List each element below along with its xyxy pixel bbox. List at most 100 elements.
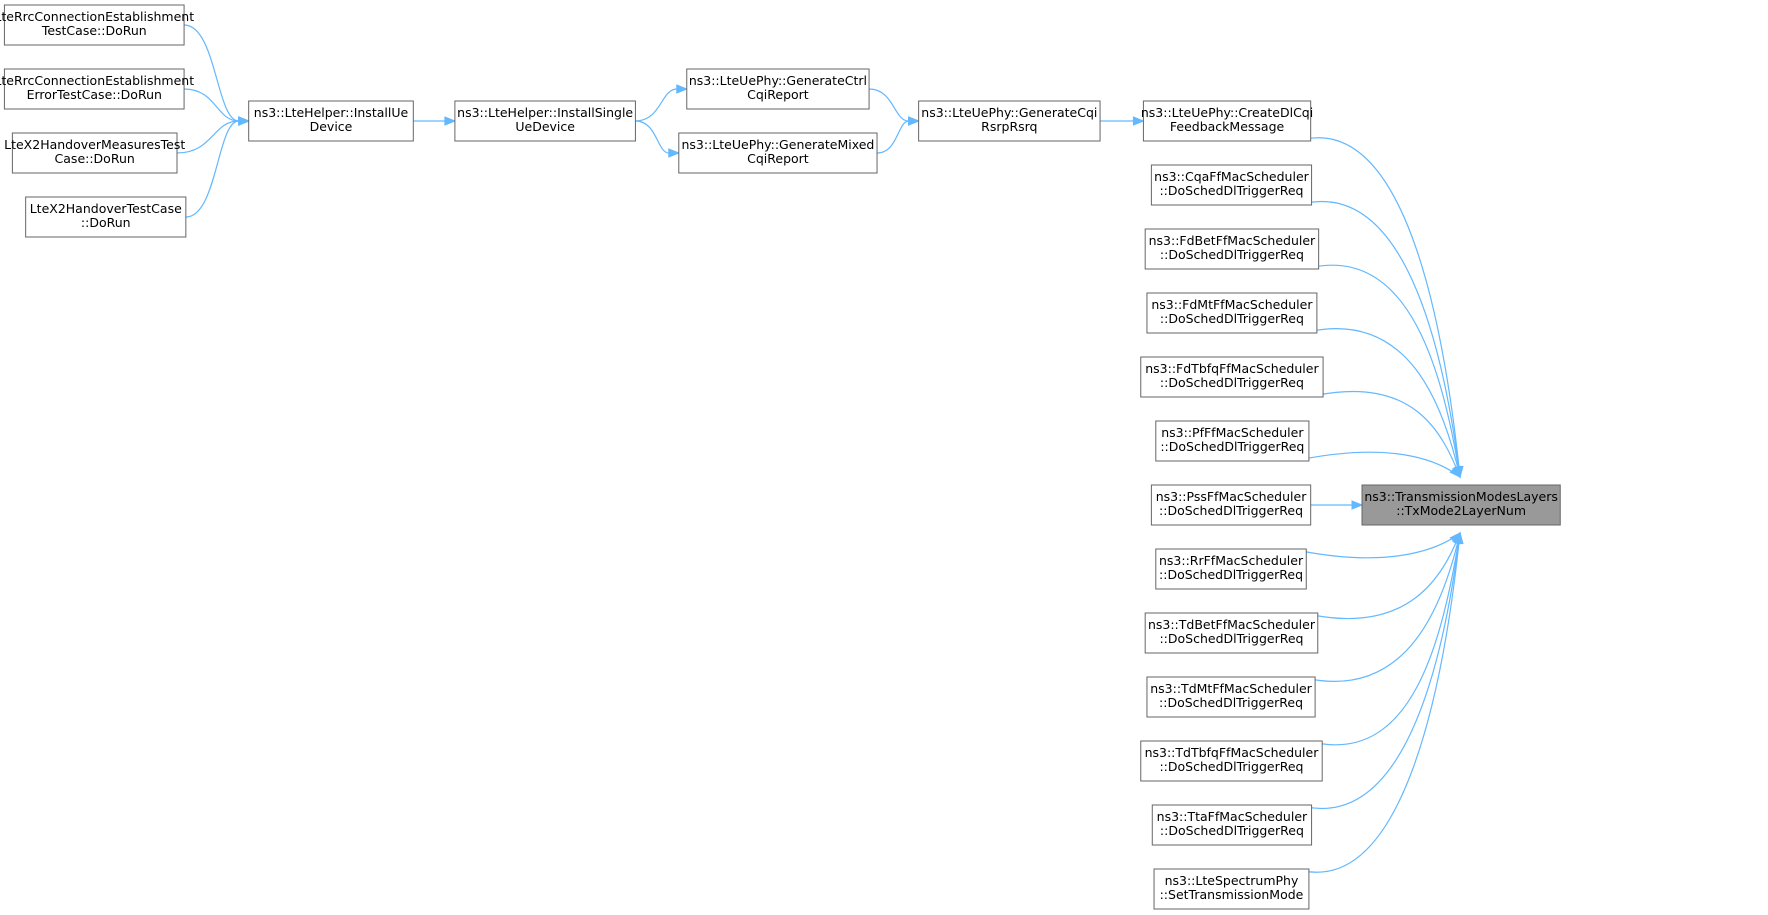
edge-line [1311, 328, 1461, 478]
node-label-line: CqiReport [747, 87, 809, 102]
node-box [248, 100, 414, 142]
node-label-line: ::TxMode2LayerNum [1396, 503, 1526, 518]
node-layer: LteRrcConnectionEstablishmentTestCase::D… [0, 4, 1561, 910]
node-label-line: LteRrcConnectionEstablishment [0, 9, 194, 24]
arrow-head [238, 116, 251, 126]
edge-line [1306, 532, 1461, 810]
node-box [3, 4, 185, 46]
node-ltex2-handover-testcase[interactable]: LteX2HandoverTestCase::DoRun [25, 196, 187, 238]
edge-line [1305, 137, 1461, 478]
node-label-line: ::DoSchedDlTriggerReq [1159, 695, 1303, 710]
node-box [1155, 420, 1310, 462]
node-fdmt-sched[interactable]: ns3::FdMtFfMacScheduler::DoSchedDlTrigge… [1146, 292, 1318, 334]
node-label-line: ns3::LteUePhy::CreateDlCqi [1141, 105, 1313, 120]
node-pf-sched[interactable]: ns3::PfFfMacScheduler::DoSchedDlTriggerR… [1155, 420, 1310, 462]
node-lteuephy-createdlcqi[interactable]: ns3::LteUePhy::CreateDlCqiFeedbackMessag… [1141, 100, 1313, 142]
node-lterrc-est-error-testcase[interactable]: LteRrcConnectionEstablishmentErrorTestCa… [0, 68, 194, 110]
node-box [454, 100, 636, 142]
edge-line [184, 24, 239, 122]
node-label-line: UeDevice [515, 119, 575, 134]
node-lterrc-est-testcase[interactable]: LteRrcConnectionEstablishmentTestCase::D… [0, 4, 194, 46]
node-label-line: RsrpRsrq [981, 119, 1037, 134]
edge-line [1317, 390, 1461, 478]
node-label-line: ns3::FdTbfqFfMacScheduler [1145, 361, 1319, 376]
node-rr-sched[interactable]: ns3::RrFfMacScheduler::DoSchedDlTriggerR… [1155, 548, 1307, 590]
node-box [25, 196, 187, 238]
node-label-line: ns3::FdMtFfMacScheduler [1151, 297, 1313, 312]
edge-ltespectrumphy-settx-to-txmode2layernum [1303, 531, 1464, 873]
node-ltespectrumphy-settx[interactable]: ns3::LteSpectrumPhy::SetTransmissionMode [1153, 868, 1310, 910]
node-box [1142, 100, 1312, 142]
node-box [678, 132, 878, 174]
edge-line [869, 88, 909, 122]
node-fdtbfq-sched[interactable]: ns3::FdTbfqFfMacScheduler::DoSchedDlTrig… [1140, 356, 1324, 398]
arrow-head [1351, 500, 1364, 510]
node-label-line: ns3::LteUePhy::GenerateCtrl [689, 73, 867, 88]
node-label-line: ::DoSchedDlTriggerReq [1160, 439, 1304, 454]
node-box [1155, 548, 1307, 590]
node-fdbet-sched[interactable]: ns3::FdBetFfMacScheduler::DoSchedDlTrigg… [1144, 228, 1320, 270]
node-pss-sched[interactable]: ns3::PssFfMacScheduler::DoSchedDlTrigger… [1150, 484, 1312, 526]
arrow-head [1449, 466, 1461, 478]
node-label-line: ns3::LteSpectrumPhy [1165, 873, 1299, 888]
node-box [3, 68, 185, 110]
node-txmode2layernum[interactable]: ns3::TransmissionModesLayers::TxMode2Lay… [1361, 484, 1561, 526]
node-label-line: ::SetTransmissionMode [1160, 887, 1304, 902]
node-label-line: ::DoSchedDlTriggerReq [1159, 631, 1303, 646]
edge-line [1301, 532, 1461, 559]
node-tdmt-sched[interactable]: ns3::TdMtFfMacScheduler::DoSchedDlTrigge… [1146, 676, 1316, 718]
node-label-line: ::DoSchedDlTriggerReq [1160, 375, 1304, 390]
node-label-line: ns3::FdBetFfMacScheduler [1149, 233, 1316, 248]
node-label-line: TestCase::DoRun [41, 23, 147, 38]
node-label-line: ns3::RrFfMacScheduler [1159, 553, 1304, 568]
node-label-line: ns3::PssFfMacScheduler [1156, 489, 1308, 504]
node-label-line: ::DoSchedDlTriggerReq [1160, 823, 1304, 838]
edge-lteuephy-generatecqi-to-lteuephy-createdlcqi [1100, 116, 1145, 126]
edge-ltehelper-installue-to-ltehelper-installsingle [413, 116, 457, 126]
edge-line [1306, 200, 1461, 478]
node-box [1150, 484, 1312, 526]
node-label-line: ns3::CqaFfMacScheduler [1154, 169, 1309, 184]
arrow-head [668, 148, 681, 158]
edge-ltex2-handover-testcase-to-ltehelper-installue [185, 116, 251, 218]
node-box [1146, 292, 1318, 334]
edge-ltehelper-installsingle-to-lteuephy-generatectrl [635, 84, 689, 122]
edge-line [635, 120, 669, 154]
node-label-line: ::DoSchedDlTriggerReq [1159, 503, 1303, 518]
node-label-line: ns3::LteHelper::InstallSingle [457, 105, 633, 120]
node-label-line: LteX2HandoverTestCase [30, 201, 182, 216]
node-box [1151, 804, 1313, 846]
node-label-line: LteX2HandoverMeasuresTest [4, 137, 185, 152]
node-box [1140, 740, 1323, 782]
node-label-line: CqiReport [747, 151, 809, 166]
node-box [1150, 164, 1313, 206]
edge-line [1303, 451, 1461, 478]
node-tdbet-sched[interactable]: ns3::TdBetFfMacScheduler::DoSchedDlTrigg… [1144, 612, 1319, 654]
arrow-head [1132, 116, 1145, 126]
node-box [1146, 676, 1316, 718]
node-tdtbfq-sched[interactable]: ns3::TdTbfqFfMacScheduler::DoSchedDlTrig… [1140, 740, 1323, 782]
edge-pss-sched-to-txmode2layernum [1310, 500, 1364, 510]
node-box [1144, 612, 1319, 654]
node-label-line: ::DoRun [81, 215, 131, 230]
node-tta-sched[interactable]: ns3::TtaFfMacScheduler::DoSchedDlTrigger… [1151, 804, 1313, 846]
edge-fdbet-sched-to-txmode2layernum [1313, 264, 1463, 479]
node-label-line: ::DoSchedDlTriggerReq [1160, 311, 1304, 326]
edge-line [185, 120, 239, 218]
edge-line [1313, 264, 1461, 478]
edge-line [1317, 532, 1461, 746]
arrow-head [908, 116, 920, 126]
node-cqa-sched[interactable]: ns3::CqaFfMacScheduler::DoSchedDlTrigger… [1150, 164, 1313, 206]
node-label-line: ns3::TdMtFfMacScheduler [1150, 681, 1312, 696]
node-label-line: ns3::TdTbfqFfMacScheduler [1145, 745, 1320, 760]
node-box [686, 68, 870, 110]
node-label-line: Case::DoRun [55, 151, 135, 166]
edge-lteuephy-createdlcqi-to-txmode2layernum [1305, 137, 1464, 479]
